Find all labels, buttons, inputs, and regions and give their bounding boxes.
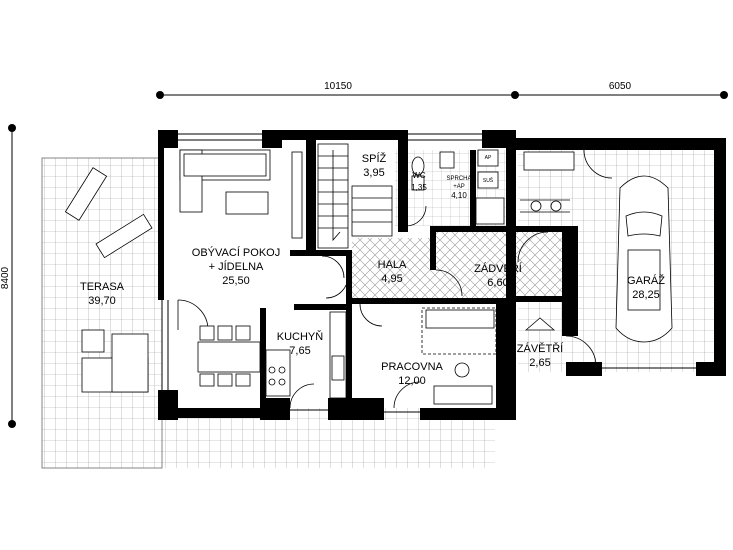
room-hall-name: HALA [378,259,407,271]
furniture [64,149,673,405]
dimension-top-left: 10150 [324,81,352,92]
room-living-area: 25,50 [222,275,250,287]
room-office-name: PRACOVNA [381,361,443,373]
windows [161,133,723,413]
room-shower-name2: +AP [453,184,465,190]
staircase [317,143,393,249]
room-kitchen-area: 7,65 [289,345,310,357]
room-office-area: 12,00 [398,375,426,387]
entry-hall-floor [434,232,566,300]
dimension-lines [8,91,728,428]
room-shower-name1: SPRCHA [446,176,471,182]
room-terrace-name: TERASA [80,281,125,293]
room-porch-area: 2,65 [529,357,550,369]
walls [158,130,726,420]
room-shower-area: 4,10 [451,191,467,200]
room-wc-area: 1,35 [411,183,427,192]
room-terrace-area: 39,70 [88,295,116,307]
room-labels: OBÝVACÍ POKOJ + JÍDELNA 25,50 SPÍŽ 3,95 … [80,152,665,387]
room-porch-name: ZÁVĚTŘÍ [517,342,564,355]
room-hall-area: 4,95 [381,273,402,285]
room-pantry-area: 3,95 [363,167,384,179]
hall-floor [352,238,434,298]
fixture-ap-label: AP [485,155,492,161]
dimension-top-right: 6050 [609,81,632,92]
room-wc-name: WC [412,171,426,180]
fixture-dryer-label: SUŠ [483,177,494,184]
room-kitchen-name: KUCHYŇ [277,330,324,343]
room-pantry-name: SPÍŽ [362,152,387,165]
room-garage-area: 28,25 [632,289,660,301]
room-living-name1: OBÝVACÍ POKOJ [192,246,280,259]
door-swings [177,149,613,409]
room-garage-name: GARÁŽ [627,274,665,287]
room-living-name2: + JÍDELNA [209,260,264,273]
terrace-floor [42,158,162,468]
room-entry-area: 6,60 [487,277,508,289]
dimension-left: 8400 [0,266,11,289]
room-entry-name: ZÁDVEŘÍ [474,262,523,275]
